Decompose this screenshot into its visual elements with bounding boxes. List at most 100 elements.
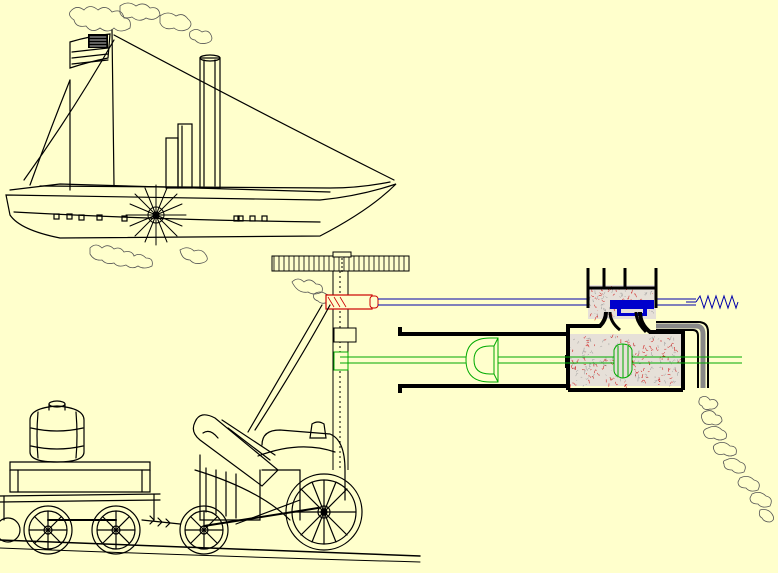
steam-speck (663, 341, 666, 345)
steam-speck (607, 289, 610, 292)
steam-speck (644, 292, 647, 294)
steam-speck (655, 347, 659, 351)
steam-speck (587, 375, 591, 378)
steam-speck (615, 376, 619, 378)
steam-speck (571, 349, 574, 353)
steam-speck (583, 351, 587, 353)
steam-speck (679, 355, 682, 357)
steam-locomotive-icon (0, 304, 421, 563)
steam-speck (612, 293, 616, 296)
steam-speck (582, 350, 585, 355)
steam-speck (589, 363, 592, 368)
steam-speck (592, 361, 595, 365)
steam-speck (650, 310, 654, 314)
steam-speck (671, 353, 676, 357)
steam-speck (668, 336, 672, 341)
steam-speck (586, 367, 591, 371)
steam-speck (576, 370, 579, 373)
steam-speck (674, 368, 677, 372)
steam-speck (675, 349, 678, 353)
steam-speck (592, 299, 594, 303)
steam-speck (663, 373, 667, 376)
steam-speck (619, 292, 624, 297)
steam-speck (611, 377, 615, 380)
piston-rod (340, 337, 742, 383)
steam-speck (590, 369, 592, 371)
steam-speck (632, 360, 635, 363)
steam-speck (662, 367, 664, 370)
steam-speck (624, 379, 627, 381)
steam-speck (642, 379, 646, 384)
steam-speck (599, 292, 603, 295)
coil-spring-icon (695, 294, 739, 310)
steam-speck (638, 350, 640, 355)
steam-speck (650, 349, 654, 352)
steam-speck (648, 361, 651, 366)
steam-speck (583, 363, 587, 366)
steam-speck (601, 303, 605, 306)
slide-valve (610, 300, 654, 309)
steam-speck (668, 384, 672, 387)
paddle-wheel (125, 184, 187, 246)
steam-speck (669, 360, 672, 365)
steam-speck (573, 363, 577, 365)
steam-speck (591, 376, 595, 379)
steam-speck (602, 304, 604, 306)
steam-speck (583, 357, 586, 361)
steam-speck (594, 316, 598, 321)
steam-speck (670, 342, 674, 347)
steam-speck (594, 297, 597, 300)
water-barrel-tender-icon (0, 400, 161, 555)
steam-speck (669, 377, 673, 379)
steam-speck (576, 359, 579, 363)
steam-speck (667, 345, 671, 348)
steam-speck (589, 313, 593, 317)
steam-speck (650, 290, 653, 295)
steam-speck (610, 334, 614, 338)
steam-speck (589, 363, 591, 368)
steam-speck (599, 345, 603, 348)
steam-speck (624, 290, 626, 292)
steam-speck (594, 304, 597, 308)
wake-puffs (89, 244, 208, 269)
steam-speck (582, 384, 585, 387)
steam-speck (615, 381, 618, 386)
steam-speck (679, 358, 682, 361)
steam-speck (591, 295, 595, 297)
steam-speck (582, 354, 586, 356)
steam-speck (669, 381, 674, 385)
portholes (53, 213, 268, 222)
steam-speck (647, 370, 650, 373)
tender-wheels (0, 505, 141, 555)
steam-speck (589, 303, 592, 307)
steam-speck (673, 381, 677, 384)
steam-speck (588, 379, 590, 384)
shaft-bearing-box (333, 327, 357, 343)
steam-speck (645, 376, 649, 379)
us-flag-icon (69, 33, 111, 69)
steam-speck (642, 351, 646, 354)
steam-speck (614, 335, 617, 339)
exhaust-smoke (698, 396, 774, 523)
steam-speck (640, 370, 643, 373)
steam-speck (604, 358, 608, 362)
steam-speck (624, 384, 628, 388)
steam-speck (643, 291, 648, 296)
gear-teeth (273, 256, 405, 271)
steam-speck (624, 381, 626, 383)
steam-speck (585, 377, 589, 380)
steam-speck (630, 289, 633, 294)
smoke-puffs (69, 2, 213, 44)
steam-speck (669, 368, 671, 371)
steam-speck (593, 369, 597, 374)
steam-speck (592, 359, 594, 361)
steam-speck (589, 296, 591, 301)
steam-speck (667, 374, 671, 376)
steam-speck (602, 339, 605, 343)
steam-speck (673, 346, 676, 352)
steam-speck (594, 290, 596, 295)
steam-speck (637, 374, 640, 379)
steam-speck (584, 370, 586, 375)
